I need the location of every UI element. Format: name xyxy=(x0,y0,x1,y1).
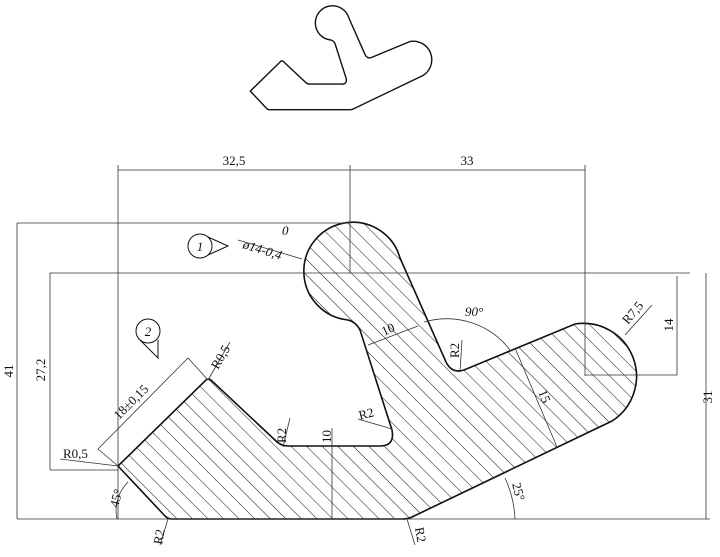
dim-33: 33 xyxy=(461,153,474,168)
marker-1-label: 1 xyxy=(197,239,204,254)
dim-41: 41 xyxy=(1,365,16,378)
dim-r2-bottom-right: R2 xyxy=(412,526,429,544)
dim-31: 31 xyxy=(700,391,715,404)
dim-90deg: 90° xyxy=(465,304,483,319)
dim-15: 15 xyxy=(535,388,554,406)
dim-r2-bottom-left: R2 xyxy=(150,528,167,546)
dim-45deg: 45° xyxy=(106,487,125,508)
dim-diameter: ø14-0,4 xyxy=(240,236,284,263)
dim-14: 14 xyxy=(661,318,676,332)
marker-2-label: 2 xyxy=(145,324,152,339)
marker-1: 1 xyxy=(187,233,230,259)
marker-2: 2 xyxy=(135,318,161,360)
dim-25deg: 25° xyxy=(509,481,528,502)
dim-stem-10: 10 xyxy=(379,320,397,339)
dimension-lines xyxy=(16,165,710,546)
dim-32-5: 32,5 xyxy=(223,153,246,168)
profile-thumbnail xyxy=(249,5,433,111)
dim-r2-inner-left: R2 xyxy=(274,428,289,443)
dim-r05-left: R0,5 xyxy=(63,446,88,461)
dim-27-2: 27,2 xyxy=(33,359,48,382)
dim-r2-inner-bottom: R2 xyxy=(357,404,376,422)
dim-r75: R7,5 xyxy=(619,298,647,327)
dim-r05-top: R0,5 xyxy=(208,342,233,371)
profile-section xyxy=(117,221,638,520)
dim-diameter-tol: 0 xyxy=(282,223,289,238)
dim-base-10: 10 xyxy=(319,430,334,443)
dim-r2-inner-right: R2 xyxy=(447,343,462,358)
